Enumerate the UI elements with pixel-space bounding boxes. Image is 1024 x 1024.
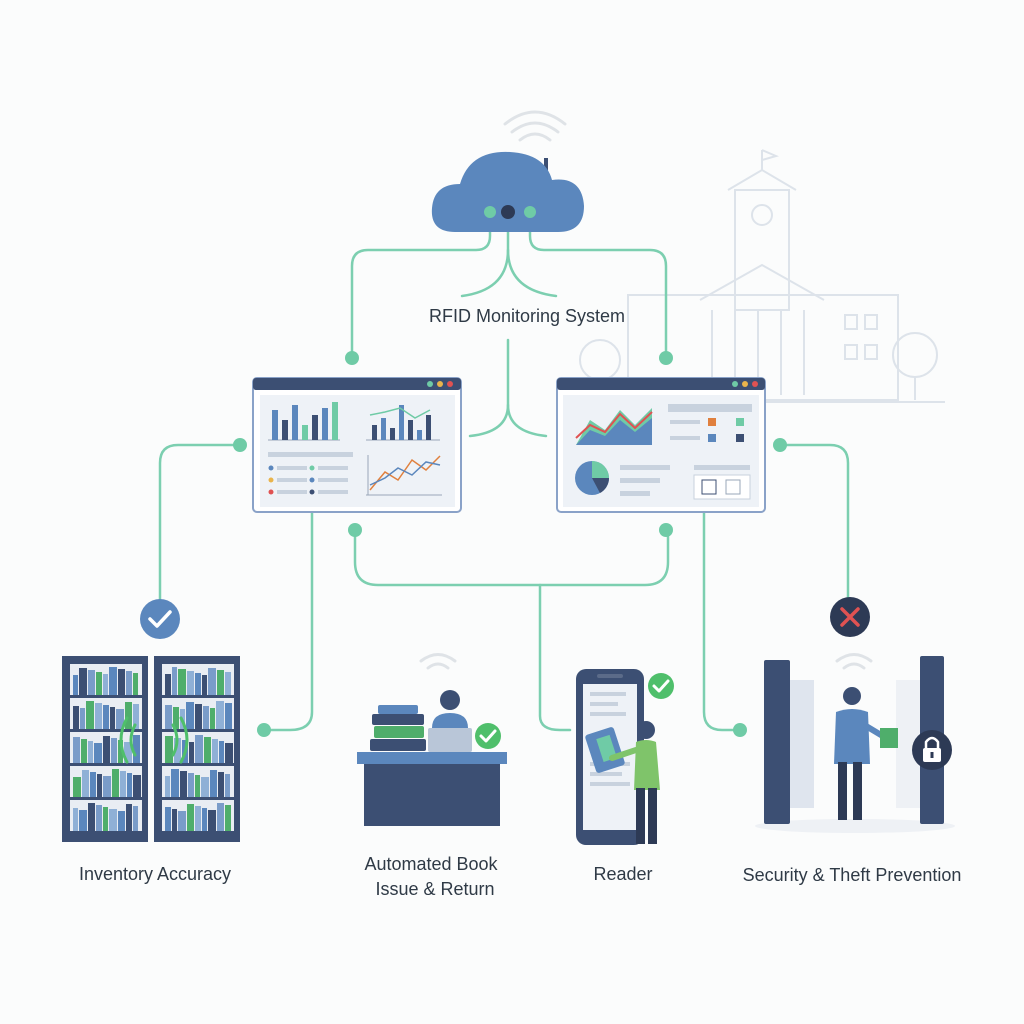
wifi-icon: [119, 716, 189, 764]
library-building-icon: [579, 149, 945, 403]
label-automated-book-line2: Issue & Return: [375, 879, 495, 899]
cloud-icon: [431, 110, 584, 232]
connector-lines: [158, 211, 850, 732]
wifi-icon: [503, 110, 567, 142]
lock-icon: [912, 730, 952, 770]
desk-icon: [357, 653, 507, 826]
connector-dots: [233, 351, 787, 737]
label-inventory-accuracy: Inventory Accuracy: [78, 864, 232, 884]
dashboard-right: [556, 377, 766, 513]
phone-icon: [576, 669, 674, 845]
wifi-icon: [419, 653, 457, 670]
label-automated-book-line1: Automated Book: [364, 854, 498, 874]
system-label: RFID Monitoring System: [429, 306, 625, 326]
label-security-theft-prevention: Security & Theft Prevention: [742, 865, 962, 885]
label-reader: Reader: [593, 864, 653, 884]
check-icon: [140, 599, 180, 639]
dashboard-left: [252, 377, 462, 513]
bookshelf-icon: [62, 656, 240, 842]
cross-icon: [830, 597, 870, 637]
gate-icon: [755, 653, 955, 833]
wifi-icon: [835, 653, 873, 670]
